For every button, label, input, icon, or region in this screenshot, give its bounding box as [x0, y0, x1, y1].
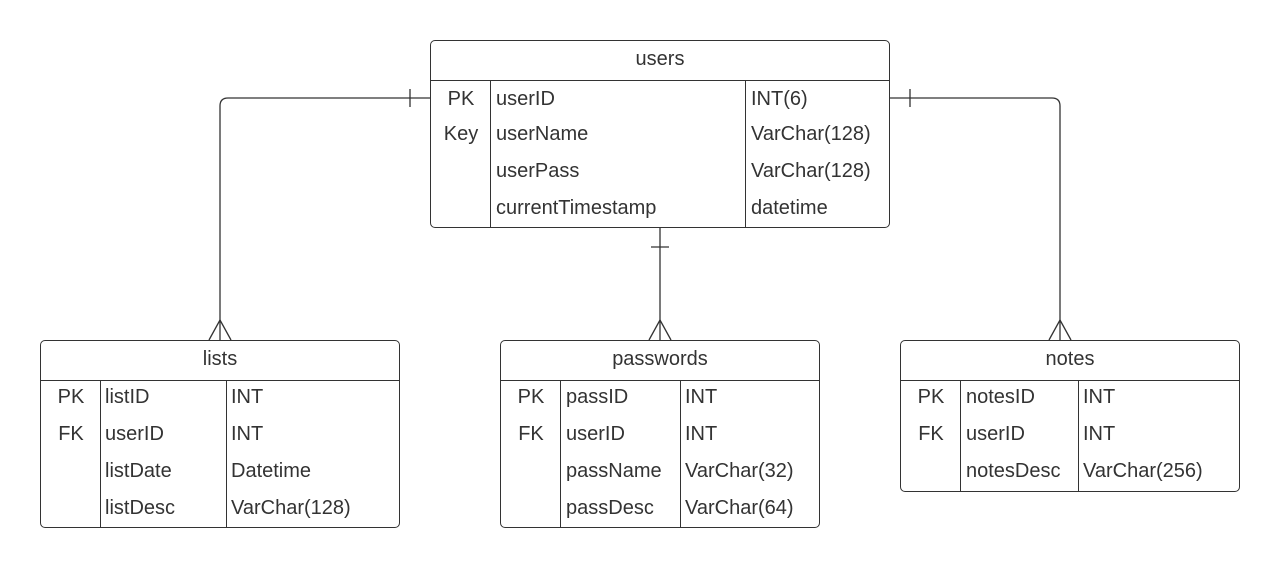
field-type: VarChar(128) — [751, 160, 871, 182]
column-divider — [745, 80, 746, 227]
column-divider — [490, 80, 491, 227]
column-divider — [960, 380, 961, 491]
column-divider — [560, 380, 561, 527]
key-cell: PK — [57, 386, 85, 408]
field-name: passDesc — [566, 497, 654, 519]
field-name: userID — [966, 423, 1025, 445]
field-type: VarChar(128) — [751, 123, 871, 145]
key-cell: FK — [518, 423, 544, 445]
entity-title-passwords: passwords — [501, 341, 819, 381]
field-type: INT — [231, 423, 264, 445]
field-name: notesID — [966, 386, 1035, 408]
field-name: listDesc — [105, 497, 176, 519]
key-cell: FK — [58, 423, 84, 445]
field-type: INT(6) — [751, 88, 808, 110]
field-type: VarChar(256) — [1083, 460, 1203, 482]
key-cell: PK — [917, 386, 945, 408]
relationship-users-passwords — [648, 228, 672, 341]
field-type: datetime — [751, 197, 828, 219]
relationship-users-lists — [208, 89, 430, 341]
entity-passwords[interactable]: passwords PK passID INT FK userID INT pa… — [500, 340, 820, 528]
field-name: listDate — [105, 460, 172, 482]
field-type: VarChar(32) — [685, 460, 794, 482]
field-name: listID — [105, 386, 150, 408]
connector-line-users-notes — [890, 97, 1061, 340]
key-cell: FK — [918, 423, 944, 445]
field-name: userID — [496, 88, 555, 110]
field-name: userName — [496, 123, 589, 145]
field-type: Datetime — [231, 460, 312, 482]
field-name: userPass — [496, 160, 580, 182]
connector-line-users-lists — [219, 97, 430, 340]
entity-title-notes: notes — [901, 341, 1239, 381]
field-type: VarChar(64) — [685, 497, 794, 519]
column-divider — [100, 380, 101, 527]
entity-notes[interactable]: notes PK notesID INT FK userID INT notes… — [900, 340, 1240, 492]
field-type: INT — [1083, 423, 1116, 445]
field-name: userID — [566, 423, 625, 445]
field-name: currentTimestamp — [496, 197, 657, 219]
field-name: userID — [105, 423, 164, 445]
key-cell: PK — [447, 88, 475, 110]
field-name: passName — [566, 460, 662, 482]
field-name: passID — [566, 386, 629, 408]
key-cell: Key — [443, 123, 479, 145]
entity-title-lists: lists — [41, 341, 399, 381]
entity-lists[interactable]: lists PK listID INT FK userID INT listDa… — [40, 340, 400, 528]
entity-users[interactable]: users PK userID INT(6) Key userName VarC… — [430, 40, 890, 228]
field-type: INT — [231, 386, 264, 408]
column-divider — [680, 380, 681, 527]
field-type: INT — [1083, 386, 1116, 408]
field-name: notesDesc — [966, 460, 1061, 482]
many-marker-notes — [1048, 318, 1072, 341]
many-marker-passwords — [648, 318, 672, 341]
field-type: INT — [685, 423, 718, 445]
field-type: INT — [685, 386, 718, 408]
column-divider — [1078, 380, 1079, 491]
many-marker-lists — [208, 318, 232, 341]
column-divider — [226, 380, 227, 527]
field-type: VarChar(128) — [231, 497, 351, 519]
entity-title-users: users — [431, 41, 889, 81]
key-cell: PK — [517, 386, 545, 408]
relationship-users-notes — [890, 89, 1072, 341]
